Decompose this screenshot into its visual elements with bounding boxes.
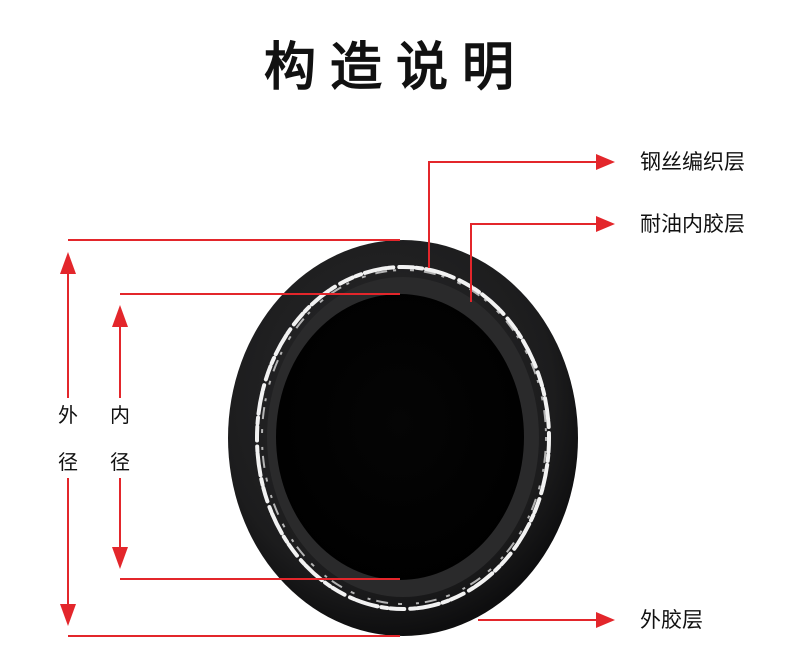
inner-bore <box>276 294 524 580</box>
outer-dimension-arrow-down <box>60 604 76 626</box>
steel-wire-arrowhead <box>596 154 615 170</box>
inner-rubber-leader <box>470 223 600 302</box>
steel-wire-leader <box>428 161 600 268</box>
inner-diameter-label-bottom: 径 <box>110 450 130 474</box>
inner-dimension-arrow-up <box>112 305 128 327</box>
steel-wire-braid <box>255 265 551 611</box>
arrowheads <box>60 154 615 628</box>
outer-diameter-label-top: 外 <box>58 403 78 427</box>
inner-dimension-arrow-down <box>112 547 128 569</box>
inner-diameter-label-top: 内 <box>110 403 130 427</box>
page-title: 构造说明 <box>263 38 528 98</box>
outer-dimension-arrow-up <box>60 252 76 274</box>
inner-rubber-layer-label: 耐油内胶层 <box>640 212 745 236</box>
inner-rubber-arrowhead <box>596 216 615 232</box>
outer-rubber-arrowhead <box>596 612 615 628</box>
outer-rubber-layer-label: 外胶层 <box>640 608 703 632</box>
annotation-lines <box>67 161 600 637</box>
steel-wire-braid-secondary <box>261 269 547 605</box>
hose-body <box>228 240 578 636</box>
steel-wire-layer-label: 钢丝编织层 <box>640 150 745 174</box>
outer-diameter-label-bottom: 径 <box>58 450 78 474</box>
